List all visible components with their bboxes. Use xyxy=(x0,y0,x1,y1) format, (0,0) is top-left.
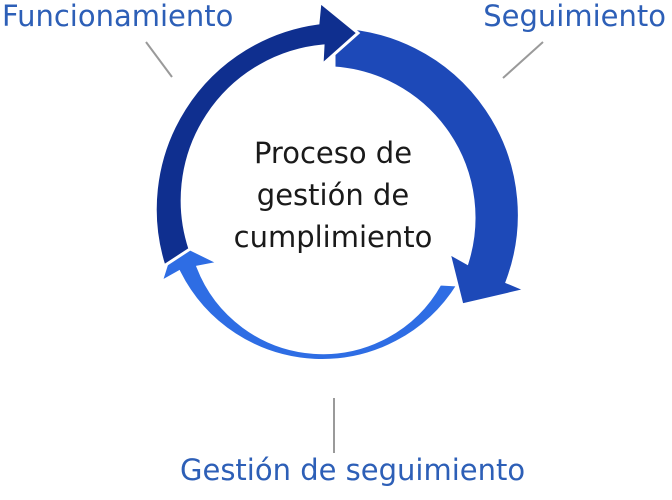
center-title-line-1: Proceso de xyxy=(253,136,413,170)
stage-label-seguimiento: Seguimiento xyxy=(483,0,666,33)
arc-seguimiento xyxy=(332,25,531,307)
leader-line-seguimiento xyxy=(502,41,544,79)
leader-line-funcionamiento xyxy=(145,41,173,78)
center-title-line-2: gestión de xyxy=(256,178,410,212)
stage-label-gestion-de-seguimiento: Gestión de seguimiento xyxy=(180,453,526,487)
center-title-line-3: cumplimiento xyxy=(233,220,433,254)
arc-gestion-de-seguimiento xyxy=(158,238,461,362)
arc-funcionamiento xyxy=(153,0,361,269)
stage-label-funcionamiento: Funcionamiento xyxy=(2,0,234,33)
center-title: Proceso de gestión de cumplimiento xyxy=(207,132,459,258)
